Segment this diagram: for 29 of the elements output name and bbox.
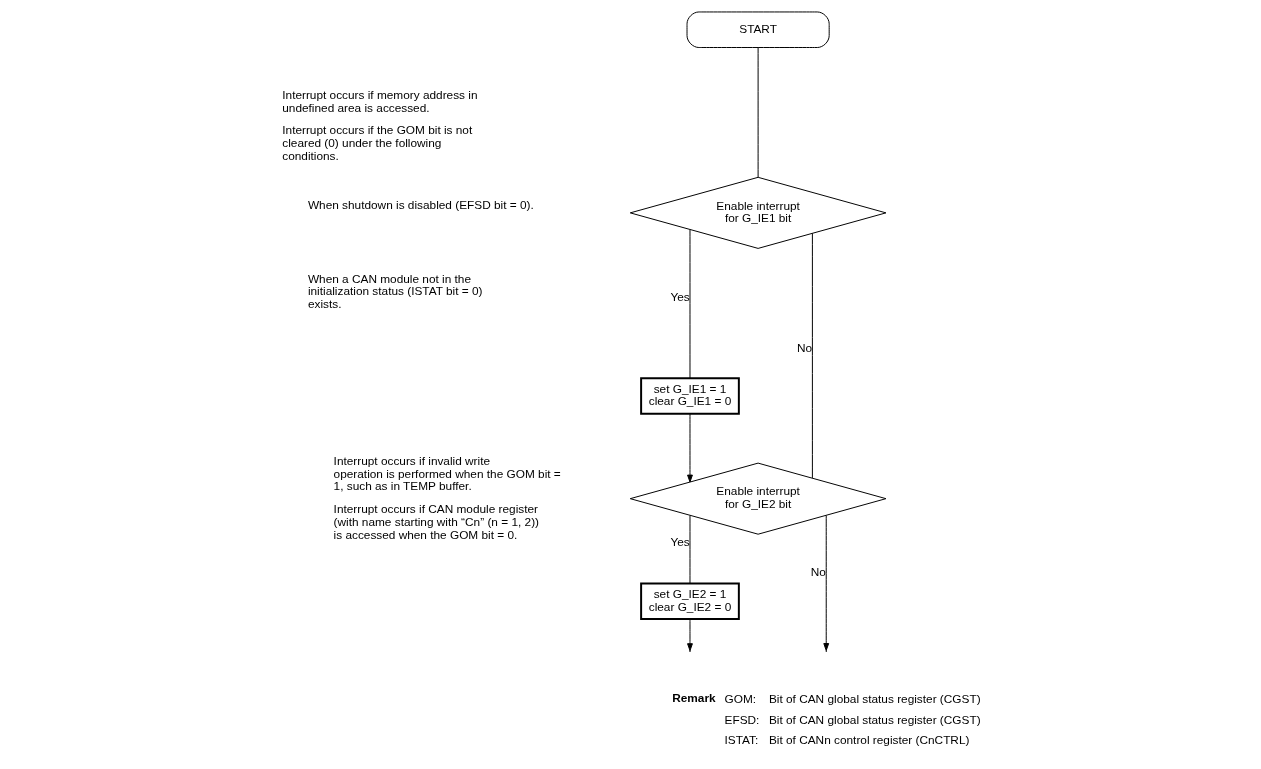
label: Interrupt occurs if CAN module register (with name starting with “Cn” (n = 1, 2)) is accessed when the GOM bit = 0. — [333, 502, 539, 542]
edge-label: No — [796, 341, 812, 356]
node-box: set G_IE1 = 1 clear G_IE1 = 0 — [639, 377, 740, 415]
arrow — [686, 618, 693, 652]
connector — [757, 47, 759, 178]
label: Interrupt occurs if memory address in undefined area is accessed. — [281, 87, 477, 115]
node-diamond: Enable interrupt for G_IE2 bit — [629, 462, 886, 535]
arrow — [686, 413, 693, 483]
label: Bit of CAN global status register (CGST) — [768, 691, 981, 706]
node-box: set G_IE2 = 1 clear G_IE2 = 0 — [639, 582, 740, 621]
label: When shutdown is disabled (EFSD bit = 0). — [307, 197, 534, 212]
node-box: START — [686, 11, 830, 48]
label: Bit of CAN global status register (CGST) — [768, 712, 981, 727]
arrow — [822, 515, 829, 651]
connector — [689, 515, 690, 584]
node-diamond: Enable interrupt for G_IE1 bit — [629, 176, 886, 249]
label: GOM: — [724, 691, 756, 706]
connector — [811, 232, 813, 479]
label: Remark — [671, 690, 716, 705]
label: Interrupt occurs if invalid write operation is performed when the GOM bit = 1, such as in TEMP buffer. — [333, 453, 561, 494]
connector — [689, 229, 690, 379]
label: Interrupt occurs if the GOM bit is not cleared (0) under the following conditions. — [281, 123, 472, 164]
edge-label: Yes — [669, 289, 690, 304]
label: EFSD: — [724, 712, 759, 727]
edge-label: Yes — [669, 535, 690, 550]
edge-label: No — [810, 565, 826, 580]
label: ISTAT: — [724, 733, 758, 748]
label: Bit of CANn control register (CnCTRL) — [768, 733, 969, 748]
label: When a CAN module not in the initialization status (ISTAT bit = 0) exists. — [307, 271, 482, 312]
